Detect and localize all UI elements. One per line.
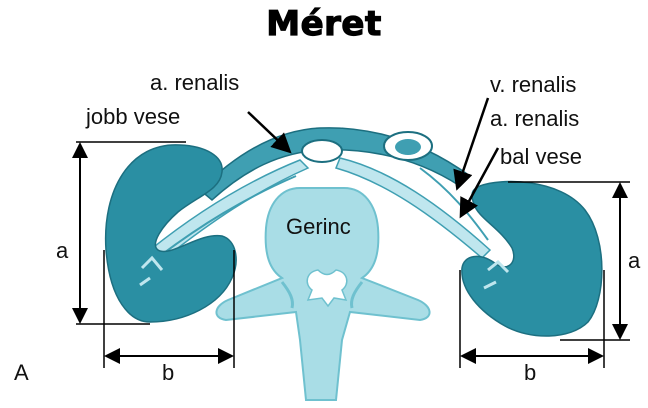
label-dimension-b-right: b	[162, 362, 174, 384]
label-dimension-a-left: a	[628, 250, 640, 272]
label-v-renalis: v. renalis	[490, 74, 576, 96]
label-bal-vese: bal vese	[500, 146, 582, 168]
label-a-renalis-left: a. renalis	[490, 108, 579, 130]
label-a-renalis-right: a. renalis	[150, 72, 239, 94]
label-dimension-a-right: a	[56, 240, 68, 262]
label-jobb-vese: jobb vese	[86, 106, 180, 128]
panel-letter: A	[14, 362, 29, 384]
page-title: Méret	[0, 4, 648, 44]
label-gerinc: Gerinc	[286, 216, 351, 238]
left-kidney	[462, 182, 602, 336]
label-dimension-b-left: b	[524, 362, 536, 384]
